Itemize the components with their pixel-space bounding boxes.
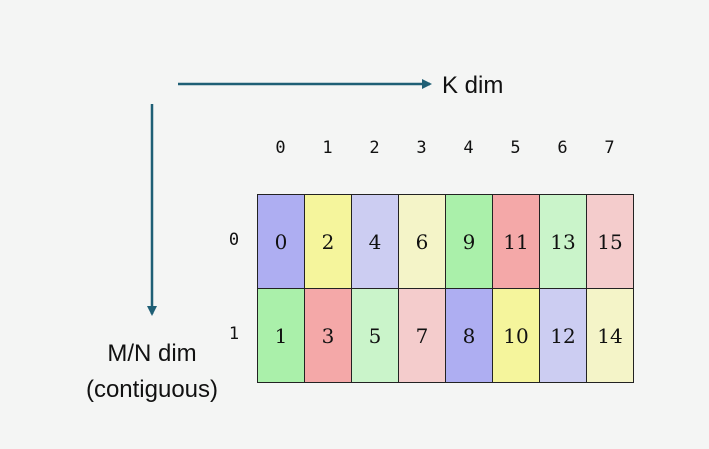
grid-cell: 1 bbox=[258, 289, 305, 383]
mn-axis-label: M/N dim (contiguous) bbox=[62, 336, 242, 408]
column-index: 2 bbox=[369, 138, 380, 158]
column-index: 1 bbox=[322, 138, 333, 158]
column-index: 5 bbox=[510, 138, 521, 158]
column-index: 6 bbox=[557, 138, 568, 158]
row-index: 1 bbox=[228, 324, 240, 344]
row-index: 0 bbox=[228, 230, 240, 250]
grid-cell: 12 bbox=[540, 289, 587, 383]
grid-cell: 8 bbox=[446, 289, 493, 383]
grid-cell: 9 bbox=[446, 195, 493, 289]
grid-cell: 0 bbox=[258, 195, 305, 289]
k-axis-label: K dim bbox=[442, 72, 504, 99]
grid-cell: 4 bbox=[352, 195, 399, 289]
grid-cell: 2 bbox=[305, 195, 352, 289]
grid-cell: 3 bbox=[305, 289, 352, 383]
grid-cell: 14 bbox=[587, 289, 634, 383]
grid-cell: 13 bbox=[540, 195, 587, 289]
grid-cell: 11 bbox=[493, 195, 540, 289]
grid-cell: 7 bbox=[399, 289, 446, 383]
mn-axis-label-line2: (contiguous) bbox=[85, 376, 219, 403]
mn-axis-label-line1: M/N dim bbox=[107, 340, 197, 367]
column-index: 0 bbox=[275, 138, 286, 158]
column-index: 3 bbox=[416, 138, 427, 158]
grid-cell: 5 bbox=[352, 289, 399, 383]
grid-cell: 6 bbox=[399, 195, 446, 289]
column-index: 7 bbox=[604, 138, 615, 158]
column-index: 4 bbox=[463, 138, 474, 158]
grid-cell: 15 bbox=[587, 195, 634, 289]
grid-cell: 10 bbox=[493, 289, 540, 383]
